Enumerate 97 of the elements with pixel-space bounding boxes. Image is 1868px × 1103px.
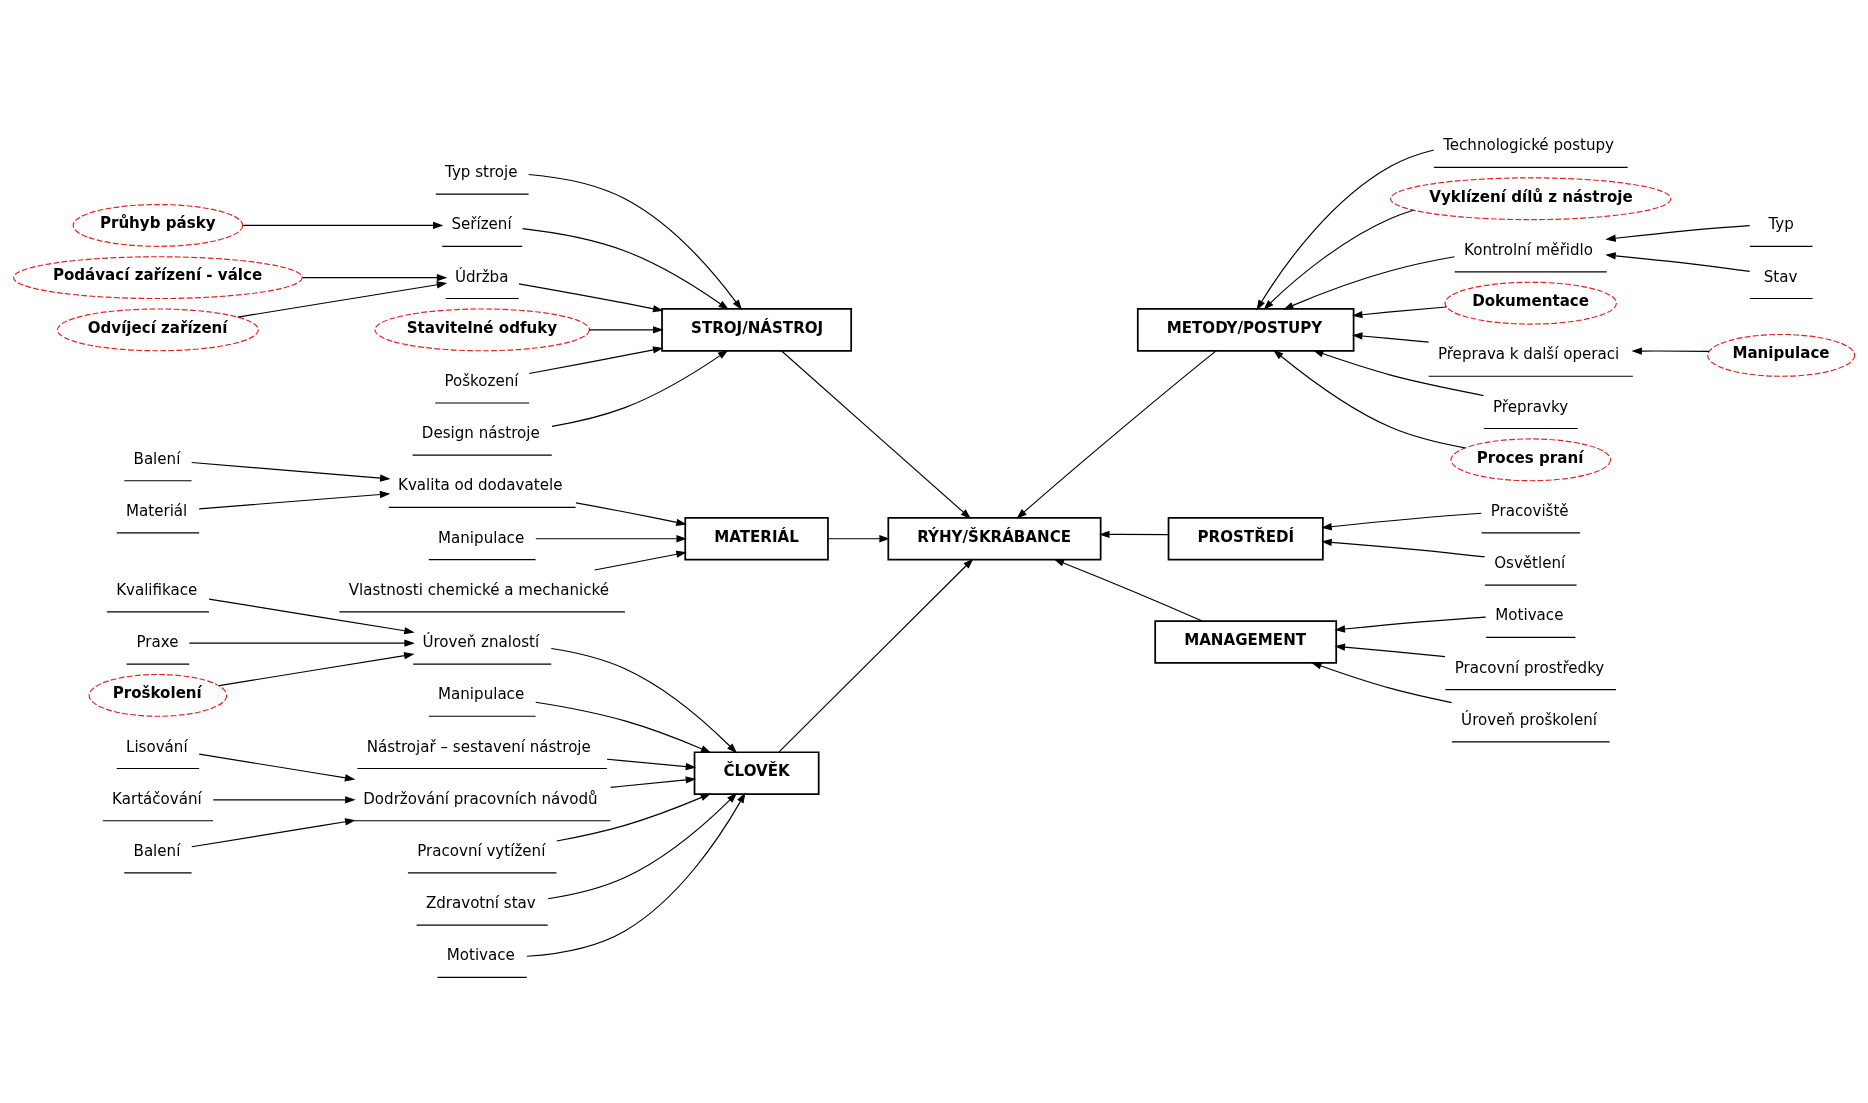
arrow: [188, 639, 415, 647]
node-ellipse: Proces praní: [1450, 438, 1612, 482]
arrow: [1334, 616, 1487, 633]
node-ellipse: Podávací zařízení - válce: [13, 256, 303, 300]
node-text: Manipulace: [438, 685, 525, 704]
arrow: [1352, 306, 1447, 319]
arrow: [521, 228, 729, 310]
node-text: Manipulace: [438, 528, 525, 547]
node-box: RÝHY/ŠKRÁBANCE: [887, 517, 1102, 561]
arrow: [551, 349, 729, 427]
node-box: STROJ/NÁSTROJ: [661, 308, 853, 352]
node-text: Pracovní vytížení: [417, 841, 546, 860]
node-box: METODY/POSTUPY: [1136, 308, 1355, 352]
arrow: [778, 558, 974, 753]
node-text: Údržba: [454, 267, 509, 286]
arrow: [1321, 538, 1486, 558]
arrow: [198, 753, 356, 782]
node-ellipse: Dokumentace: [1444, 281, 1617, 325]
arrow: [242, 221, 444, 230]
arrow: [1256, 149, 1435, 311]
arrow: [1263, 209, 1414, 310]
node-text: Úroveň znalostí: [422, 633, 540, 652]
node-text: Kontrolní měřidlo: [1464, 240, 1594, 259]
node-text: Materiál: [126, 501, 188, 520]
node-text: Zdravotní stav: [425, 894, 536, 913]
node-text: Stav: [1763, 267, 1798, 286]
arrow: [575, 502, 687, 526]
node-text: Motivace: [1495, 606, 1564, 625]
arrow: [1016, 350, 1217, 519]
arrow: [528, 173, 742, 311]
arrow: [198, 490, 391, 510]
arrow: [302, 274, 448, 282]
arrow: [526, 792, 746, 957]
node-text: Typ: [1768, 215, 1794, 234]
node-text: Dodržování pracovních návodů: [363, 789, 598, 808]
node-text: Nástrojař – sestavení nástroje: [366, 737, 591, 756]
arrow: [1311, 662, 1453, 704]
arrow: [610, 776, 697, 788]
node-text: Balení: [133, 841, 181, 860]
arrow: [1605, 225, 1751, 242]
arrow: [550, 647, 738, 754]
arrow: [1605, 252, 1751, 272]
node-ellipse: Stavitelné odfuky: [374, 308, 591, 352]
arrow: [827, 535, 890, 543]
node-box: PROSTŘEDÍ: [1167, 517, 1324, 561]
arrow: [208, 598, 415, 635]
arrow: [1273, 349, 1466, 449]
arrow: [1321, 512, 1482, 531]
arrow: [781, 350, 972, 519]
node-text: Praxe: [136, 633, 179, 652]
arrow: [212, 796, 356, 804]
arrow: [1631, 347, 1710, 355]
node-text: Úroveň proškolení: [1461, 710, 1597, 729]
node-text: Typ stroje: [445, 163, 518, 182]
node-text: Seřízení: [451, 215, 512, 234]
arrow: [1099, 530, 1169, 539]
node-text: Poškození: [444, 372, 519, 391]
arrow: [535, 535, 687, 543]
node-ellipse: Odvíjecí zařízení: [56, 308, 259, 352]
arrow: [528, 346, 664, 375]
node-box: MANAGEMENT: [1154, 620, 1338, 664]
arrow: [191, 461, 391, 482]
arrow: [535, 701, 712, 753]
node-text: Lisování: [126, 737, 188, 756]
node-text: Vlastnosti chemické a mechanické: [348, 580, 609, 599]
arrow: [191, 818, 356, 848]
node-ellipse: Vyklízení dílů z nástroje: [1390, 177, 1672, 221]
node-text: Pracovní prostředky: [1454, 658, 1605, 677]
arrow: [237, 281, 448, 318]
arrow: [1352, 332, 1430, 343]
arrow: [218, 652, 415, 687]
node-text: Osvětlení: [1494, 554, 1566, 573]
arrow: [1312, 350, 1485, 397]
node-ellipse: Manipulace: [1707, 333, 1856, 377]
node-text: Motivace: [446, 946, 515, 965]
node-text: Kartáčování: [112, 789, 202, 808]
node-box: MATERIÁL: [684, 517, 829, 561]
node-text: Přepravky: [1493, 397, 1569, 416]
node-text: Design nástroje: [421, 424, 540, 443]
node-box: ČLOVĚK: [693, 751, 820, 795]
node-text: Kvalifikace: [116, 580, 198, 599]
arrow: [606, 758, 697, 771]
arrow: [547, 792, 738, 900]
arrow: [588, 326, 664, 334]
arrow: [556, 793, 711, 842]
arrow: [1334, 643, 1446, 658]
arrow: [1053, 559, 1203, 622]
arrow: [1283, 256, 1456, 310]
node-text: Kvalita od dodavatele: [398, 476, 563, 495]
node-text: Přeprava k další operaci: [1437, 345, 1620, 364]
arrow: [518, 283, 664, 313]
node-ellipse: Proškolení: [88, 673, 228, 717]
node-ellipse: Průhyb pásky: [72, 203, 244, 247]
node-text: Balení: [133, 449, 181, 468]
node-text: Pracoviště: [1490, 501, 1569, 520]
node-text: Technologické postupy: [1443, 136, 1615, 155]
arrow: [594, 550, 687, 571]
